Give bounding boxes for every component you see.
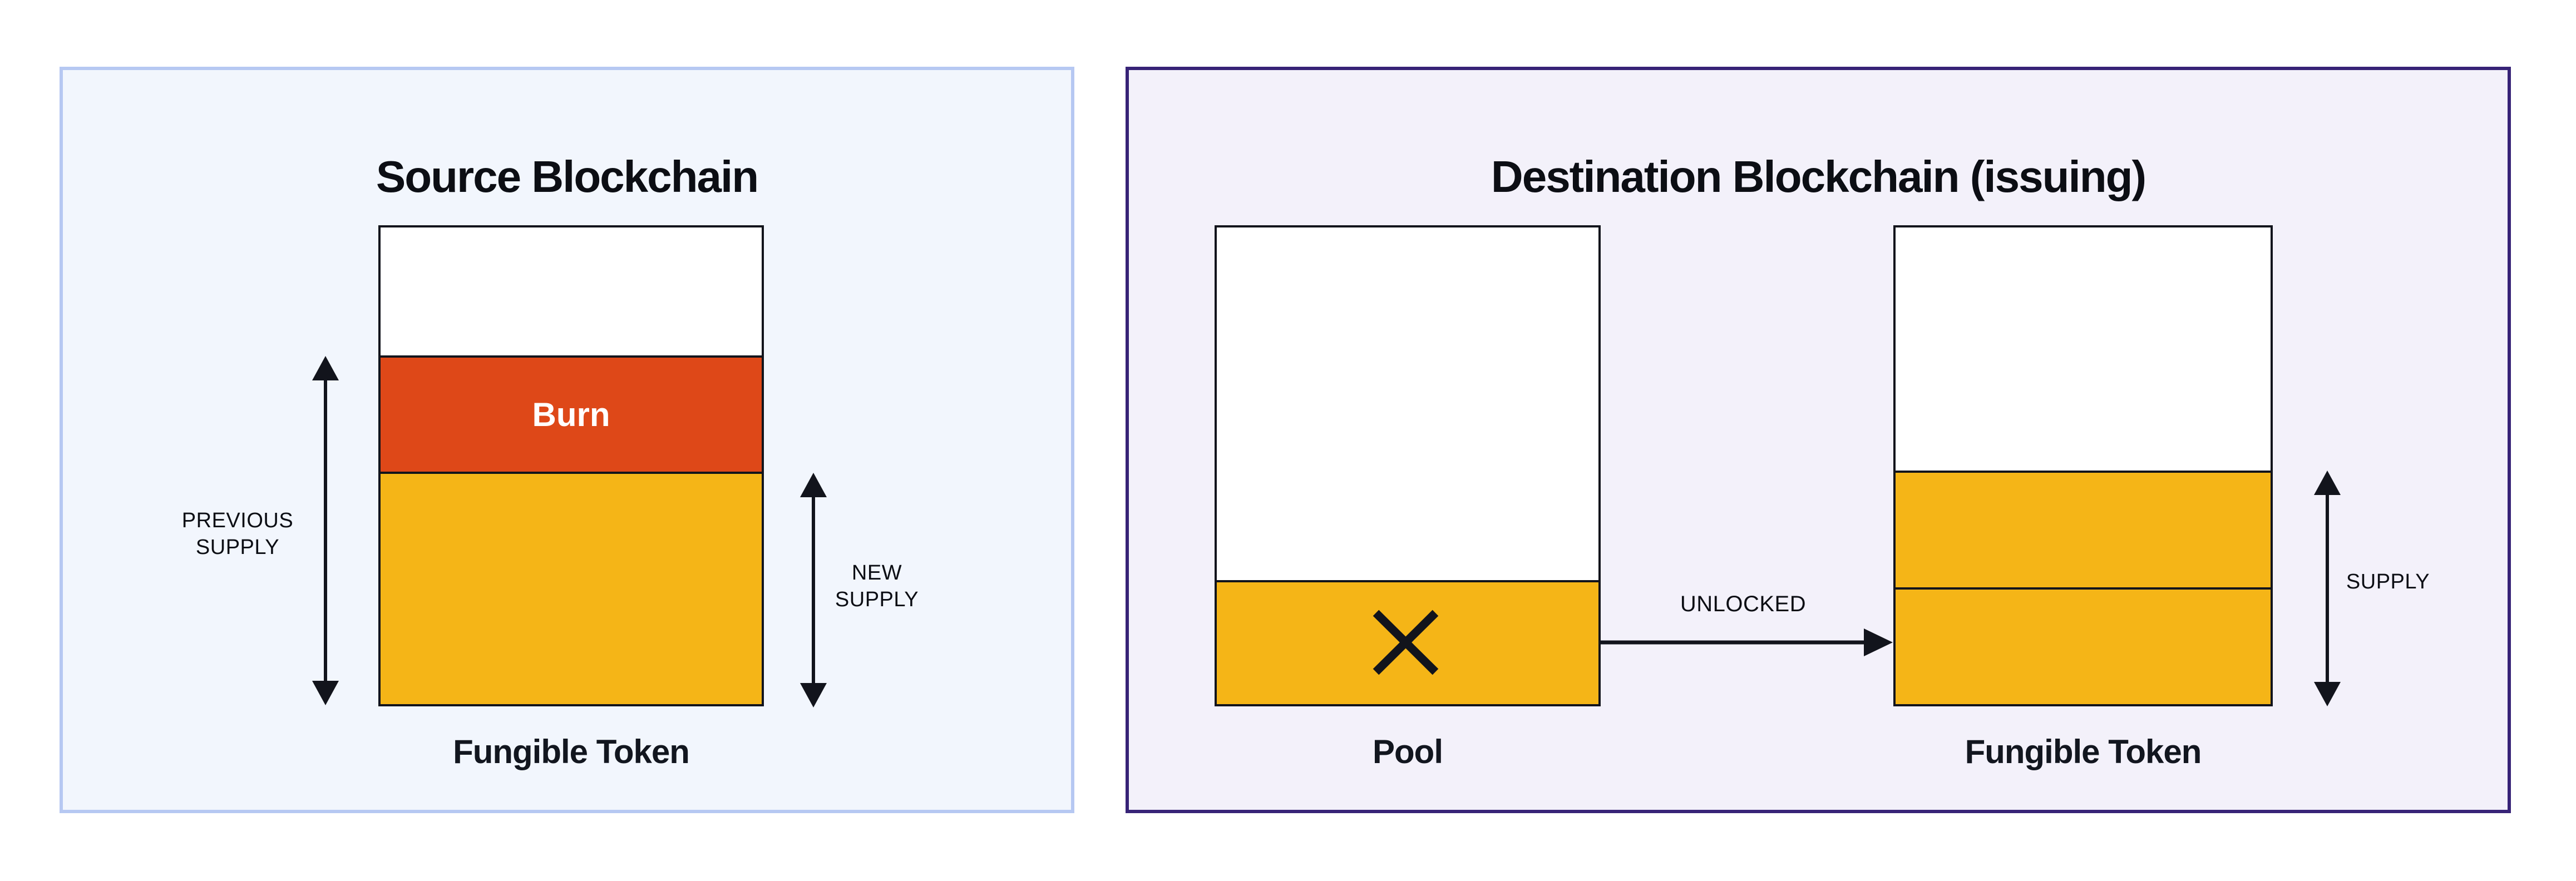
source-bar-empty-segment [381,227,762,355]
source-token-bar: Burn [378,225,764,706]
destination-bar-empty-segment [1896,227,2271,471]
destination-panel-title: Destination Blockchain (issuing) [1491,152,2146,202]
pool-caption: Pool [1373,733,1443,770]
pool-locked-segment [1217,580,1598,704]
source-bar-caption: Fungible Token [453,733,690,770]
pool-box [1215,225,1601,706]
new-supply-label: NEW SUPPLY [835,561,919,611]
source-bar-burn-segment: Burn [381,355,762,472]
destination-bar-caption: Fungible Token [1965,733,2202,770]
pool-empty-segment [1217,227,1598,580]
unlocked-label: UNLOCKED [1680,592,1807,616]
destination-bar-existing-segment [1896,587,2271,704]
source-panel-title: Source Blockchain [376,152,759,202]
destination-bar-unlocked-segment [1896,471,2271,587]
destination-token-bar [1893,225,2273,706]
burn-label: Burn [532,395,610,433]
supply-label: SUPPLY [2346,570,2430,593]
previous-supply-label: PREVIOUS SUPPLY [181,509,294,559]
source-bar-supply-segment [381,472,762,704]
